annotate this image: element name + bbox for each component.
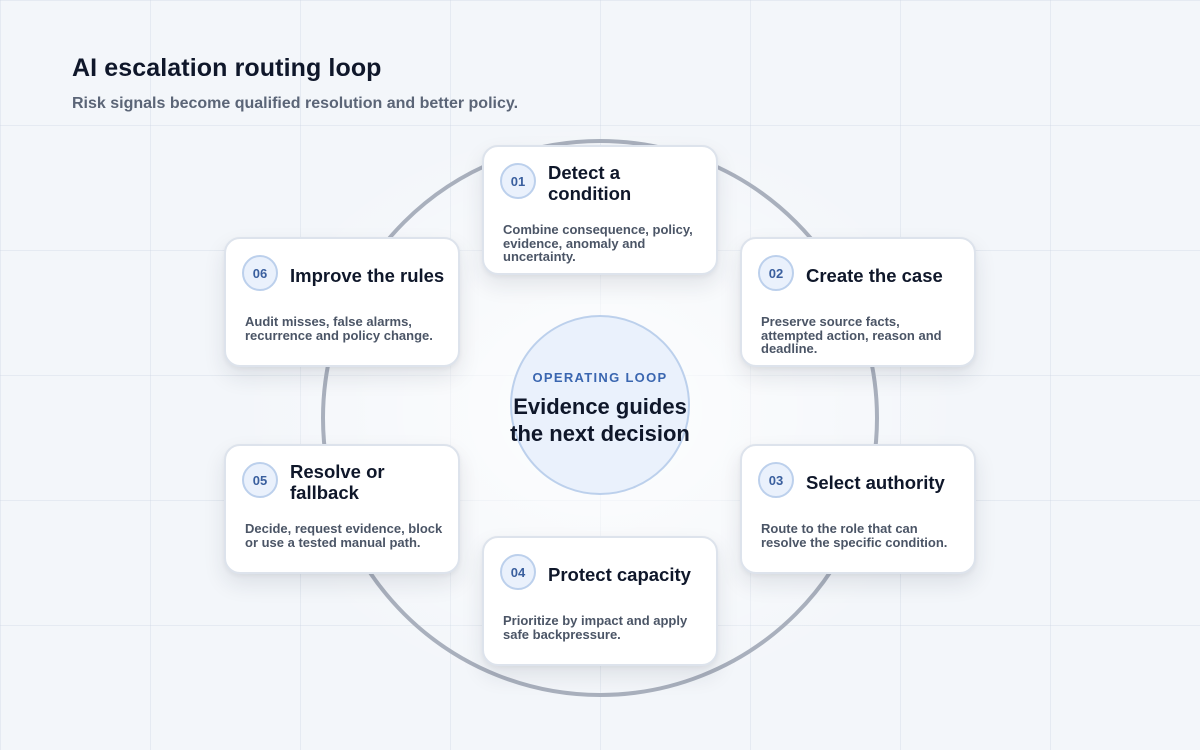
- center-text: Evidence guides the next decision: [510, 393, 690, 446]
- loop-ring-circle: [321, 139, 879, 697]
- step-card-05: 05 Resolve or fallback Decide, request e…: [224, 444, 460, 574]
- step-card-01: 01 Detect a condition Combine consequenc…: [482, 145, 718, 275]
- step-title: Select authority: [806, 471, 945, 493]
- step-card-06: 06 Improve the rules Audit misses, false…: [224, 237, 460, 367]
- step-number-badge: 06: [242, 255, 278, 291]
- step-title: Create the case: [806, 264, 943, 286]
- step-description: Audit misses, false alarms, recurrence a…: [245, 314, 433, 343]
- step-title: Improve the rules: [290, 264, 445, 286]
- step-title: Resolve or fallback: [290, 461, 385, 503]
- step-number-badge: 02: [758, 255, 794, 291]
- step-number-badge: 05: [242, 462, 278, 498]
- step-card-04: 04 Protect capacity Prioritize by impact…: [482, 536, 718, 666]
- step-title: Detect a condition: [548, 162, 632, 204]
- step-description: Route to the role that can resolve the s…: [761, 521, 948, 550]
- page-subtitle: Risk signals become qualified resolution…: [72, 95, 519, 112]
- step-description: Combine consequence, policy, evidence, a…: [503, 222, 693, 264]
- step-card-02: 02 Create the case Preserve source facts…: [740, 237, 976, 367]
- step-number-badge: 01: [500, 163, 536, 199]
- step-card-03: 03 Select authority Route to the role th…: [740, 444, 976, 574]
- step-number-badge: 03: [758, 462, 794, 498]
- step-description: Prioritize by impact and apply safe back…: [503, 613, 688, 642]
- center-hub: OPERATING LOOP Evidence guides the next …: [510, 315, 690, 495]
- page-title: AI escalation routing loop: [72, 54, 382, 82]
- step-title: Protect capacity: [548, 563, 691, 585]
- step-description: Decide, request evidence, block or use a…: [245, 521, 443, 550]
- center-kicker: OPERATING LOOP: [532, 369, 668, 385]
- step-number-badge: 04: [500, 554, 536, 590]
- step-description: Preserve source facts, attempted action,…: [761, 314, 942, 356]
